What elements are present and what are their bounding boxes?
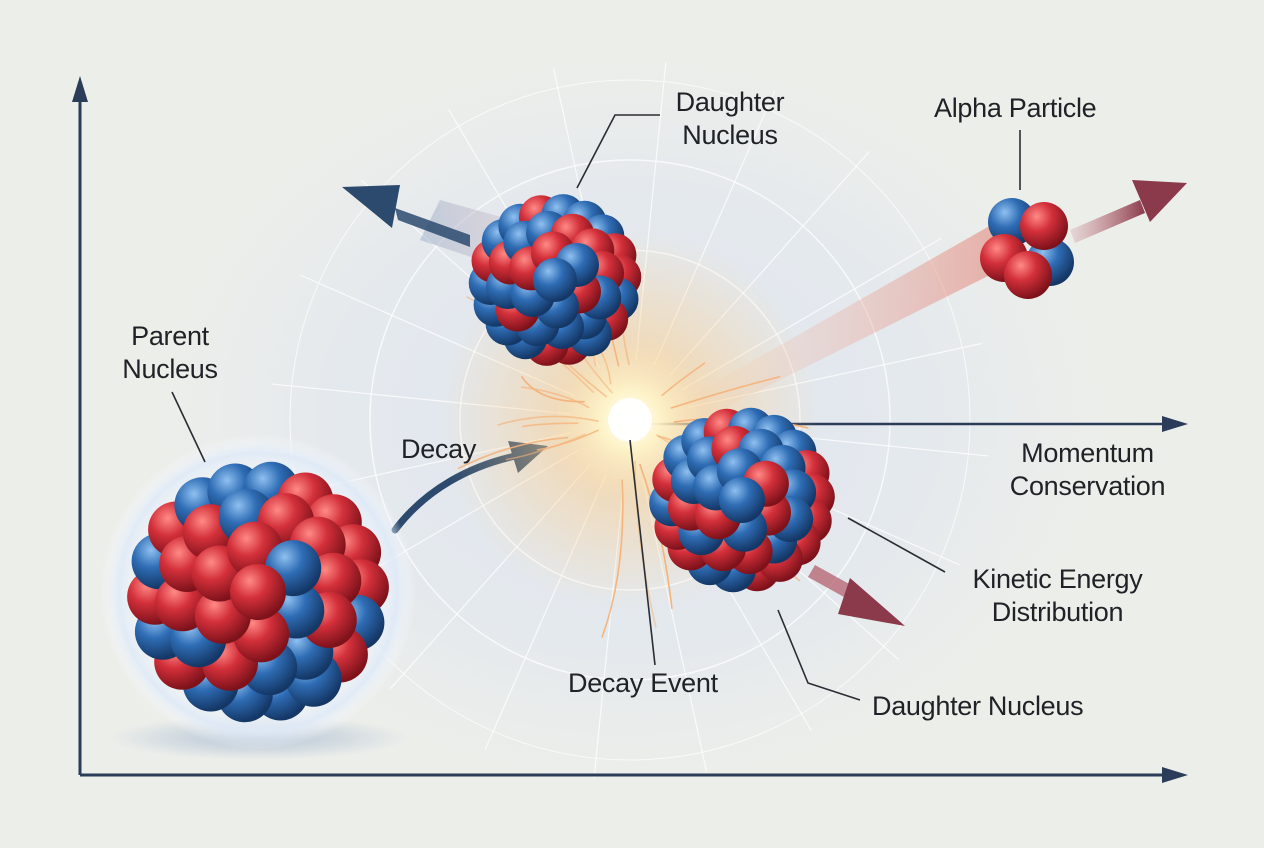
label-daughter-top: Daughter Nucleus [655, 86, 805, 152]
x-axis-arrowhead [1162, 767, 1188, 783]
arrow-daughter-bottom [808, 565, 905, 626]
alpha-particle [980, 198, 1074, 299]
label-decay: Decay [401, 434, 477, 464]
leader-kinetic [847, 517, 946, 573]
arrow-daughter-top [342, 185, 470, 247]
label-kinetic-energy: Kinetic Energy Distribution [950, 563, 1165, 629]
label-parent-line1: Parent [131, 321, 209, 351]
label-parent-nucleus: Parent Nucleus [95, 320, 245, 386]
label-parent-line2: Nucleus [122, 354, 218, 384]
leader-lines [171, 114, 1021, 701]
arrow-alpha [1070, 180, 1187, 243]
label-kinetic-line2: Distribution [991, 597, 1124, 627]
parent-nucleus [127, 461, 389, 723]
label-kinetic-line1: Kinetic Energy [972, 564, 1143, 594]
daughter-nucleus-bottom [649, 407, 835, 593]
y-axis-arrowhead [72, 76, 88, 102]
label-daughter-nucleus-bottom: Daughter Nucleus [872, 691, 1084, 721]
leader-daughter-bottom [777, 609, 861, 701]
daughter-nucleus-top [468, 194, 642, 366]
leader-decay-event [629, 439, 656, 666]
label-daughter-top-line1: Daughter [675, 87, 785, 117]
momentum-axis-arrowhead [1162, 416, 1188, 432]
leader-parent [171, 391, 206, 463]
label-alpha-particle: Alpha Particle [934, 93, 1097, 123]
label-decay-event: Decay Event [568, 668, 718, 698]
label-daughter-top-line2: Nucleus [682, 120, 778, 150]
label-momentum-line2: Conservation [1009, 471, 1166, 501]
label-momentum-line1: Momentum [1021, 438, 1154, 468]
label-momentum-conservation: Momentum Conservation [995, 437, 1180, 503]
axes [72, 76, 1188, 783]
leader-daughter-top [576, 114, 660, 189]
